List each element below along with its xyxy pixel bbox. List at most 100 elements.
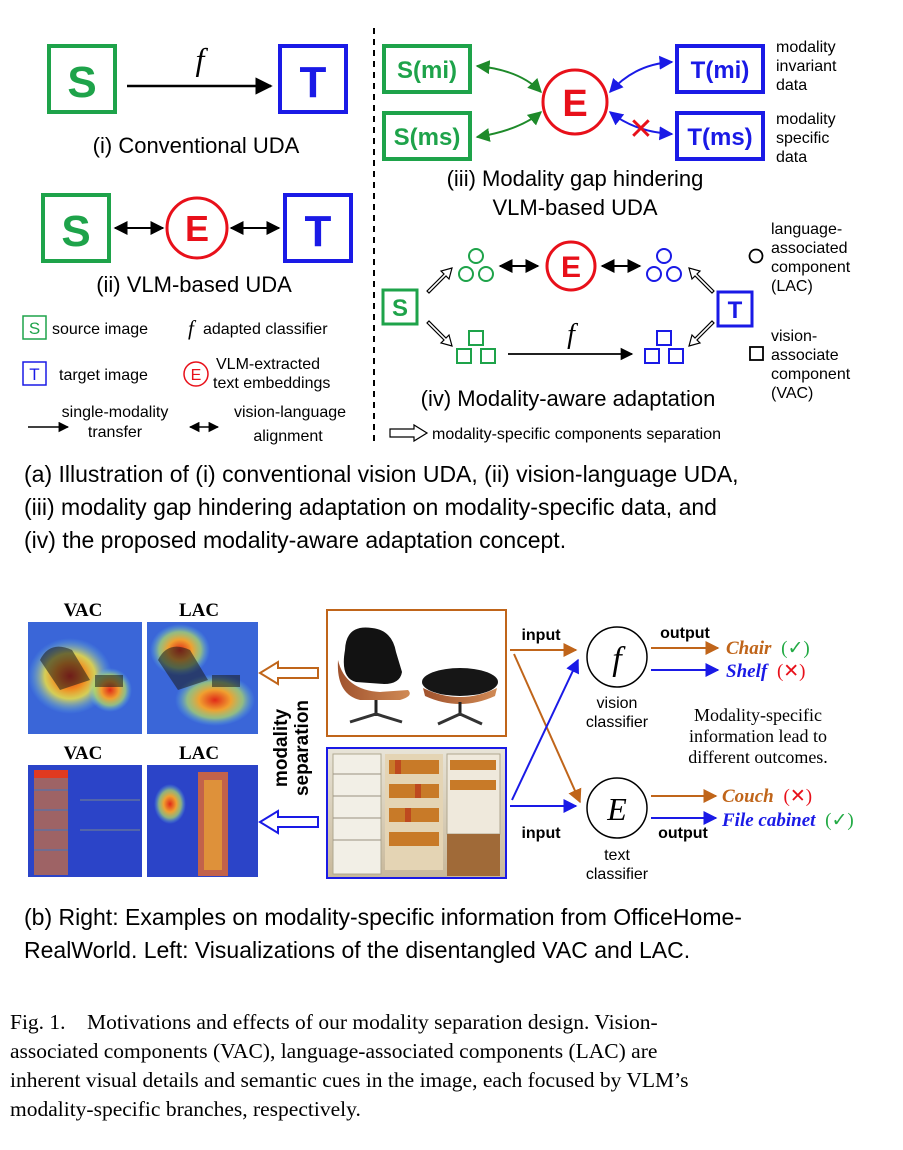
lac-legend-circle: [748, 248, 764, 264]
panel-iii-caption-1: (iii) Modality gap hindering: [447, 166, 704, 191]
s-mi-align-arrow: [475, 60, 542, 94]
output-label-bottom: output: [658, 825, 708, 842]
source-vac-squares: [456, 330, 496, 364]
embedding-circle: [165, 196, 229, 260]
vac-note-4: (VAC): [771, 385, 813, 402]
source-letter: S: [67, 58, 96, 107]
source-lac-circles: [458, 248, 494, 282]
legend-separation-arrow: [389, 423, 429, 443]
output-shelf-mark: (✕): [777, 661, 806, 682]
legend-separation-text: modality-specific components separation: [432, 426, 721, 443]
source-box: [381, 288, 419, 326]
separation-arrow-top: [258, 660, 319, 686]
target-box: [283, 193, 353, 263]
legend-target-text: target image: [59, 367, 148, 384]
vac-legend-square: [749, 346, 764, 361]
vac-note-1: vision-: [771, 328, 817, 345]
figure-caption-2: associated components (VAC), language-as…: [10, 1039, 657, 1063]
output-cabinet-mark: (✓): [825, 810, 854, 831]
panel-a-caption-3: (iv) the proposed modality-aware adaptat…: [24, 527, 566, 553]
legend-single-text-2: transfer: [88, 424, 143, 441]
heatmap-vac-shelf: [28, 765, 142, 877]
lac-label-top: LAC: [179, 600, 219, 621]
input-label-bottom: input: [521, 825, 561, 842]
legend-source-icon: S: [29, 319, 40, 338]
text-classifier-label-1: text: [604, 847, 630, 864]
panel-iv: S E f T language- associated component (…: [381, 221, 851, 443]
panel-b-caption-2: RealWorld. Left: Visualizations of the d…: [24, 937, 690, 963]
lac-note-4: (LAC): [771, 278, 813, 295]
output-chair-label: Chair: [726, 638, 772, 659]
input-label-top: input: [521, 627, 561, 644]
figure-caption-1: Fig. 1. Motivations and effects of our m…: [10, 1010, 658, 1034]
t-ms-label: T(ms): [687, 124, 752, 151]
vision-classifier-label-1: vision: [597, 695, 638, 712]
legend-target-icon: T: [29, 365, 39, 384]
output-cabinet-label: File cabinet: [721, 810, 816, 831]
legend-align-text-1: vision-language: [234, 404, 346, 421]
panel-i-caption: (i) Conventional UDA: [93, 133, 300, 158]
source-letter: S: [61, 207, 90, 256]
s-mi-box: [382, 44, 472, 94]
ms-note-2: specific: [776, 130, 829, 147]
embedding-letter: E: [561, 251, 581, 284]
output-cabinet: File cabinet (✓): [721, 810, 854, 831]
panel-i: S f T (i) Conventional UDA: [47, 41, 348, 158]
legend-embedding-text-1: VLM-extracted: [216, 356, 320, 373]
classifier-symbol: f: [567, 319, 578, 350]
output-couch-mark: (✕): [784, 786, 813, 807]
shelf-photo: [326, 747, 507, 879]
output-chair-mark: (✓): [781, 638, 810, 659]
target-letter: T: [300, 58, 327, 107]
lac-note-2: associated: [771, 240, 848, 257]
target-lac-circles: [646, 248, 682, 282]
mi-note-3: data: [776, 77, 807, 94]
output-couch: Couch (✕): [722, 786, 812, 807]
output-chair: Chair (✓): [726, 638, 810, 659]
mi-note-1: modality: [776, 39, 836, 56]
panel-iv-caption: (iv) Modality-aware adaptation: [421, 386, 716, 411]
target-letter: T: [728, 297, 743, 324]
legend-classifier-symbol: f: [188, 316, 197, 340]
figure-caption-3: inherent visual details and semantic cue…: [10, 1068, 688, 1092]
s-ms-align-arrow: [475, 111, 543, 142]
separation-label-2: separation: [292, 700, 313, 796]
t-ms-box: [675, 111, 765, 161]
blocked-cross-mark: ✕: [628, 112, 653, 147]
vac-label-top: VAC: [64, 600, 103, 621]
legend-align-text-2: alignment: [253, 428, 323, 445]
chair-photo: [326, 609, 507, 737]
mi-note-2: invariant: [776, 58, 837, 75]
source-box: [41, 193, 111, 263]
vision-classifier-circle: [586, 626, 648, 688]
outcome-note-1: Modality-specific: [694, 705, 822, 725]
outcome-note-3: different outcomes.: [688, 747, 828, 767]
source-box: [47, 44, 117, 114]
legend-single-text-1: single-modality: [62, 404, 169, 421]
lac-note-3: component: [771, 259, 851, 276]
source-letter: S: [392, 295, 408, 322]
panel-b-caption-1: (b) Right: Examples on modality-specific…: [24, 904, 742, 930]
s-mi-label: S(mi): [397, 57, 457, 84]
panel-a-caption-2: (iii) modality gap hindering adaptation …: [24, 494, 717, 520]
t-ms-align-arrow: [608, 111, 674, 141]
legend-embedding-icon-circle: [183, 361, 209, 387]
target-box: [278, 44, 348, 114]
panel-ii: S E T (ii) VLM-based UDA: [41, 193, 353, 297]
panel-iii-caption-2: VLM-based UDA: [492, 195, 657, 220]
text-classifier-symbol: E: [606, 791, 627, 827]
target-box: [716, 290, 754, 328]
legend-classifier-text: adapted classifier: [203, 321, 328, 338]
source-separation-arrow-down: [426, 320, 453, 347]
legend-source-icon-box: [22, 315, 47, 340]
embedding-circle: [545, 240, 597, 292]
panel-ii-caption: (ii) VLM-based UDA: [96, 272, 292, 297]
outcome-note-2: information lead to: [689, 726, 827, 746]
source-separation-arrow-up: [426, 267, 453, 294]
classifier-symbol: f: [196, 41, 209, 77]
t-mi-label: T(mi): [691, 57, 750, 84]
legend-embedding-icon: E: [191, 367, 202, 384]
panel-iii: S(mi) S(ms) E ✕ T(mi) T(ms) modality inv…: [382, 39, 837, 220]
target-separation-arrow-down: [688, 320, 715, 347]
